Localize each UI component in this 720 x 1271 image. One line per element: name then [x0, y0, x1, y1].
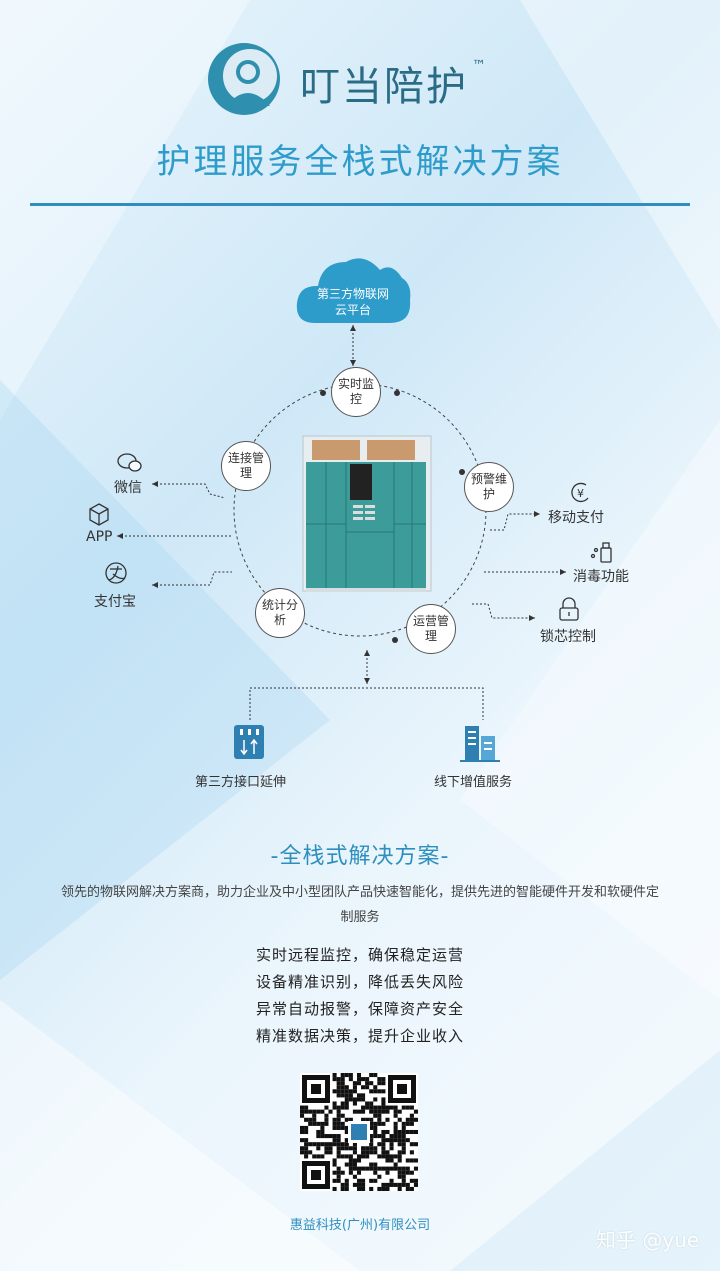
title-divider [30, 203, 690, 206]
company-name: 惠益科技(广州)有限公司 [289, 1218, 431, 1233]
node-realtime-monitoring: 实时监控 [331, 367, 381, 417]
app-cube-icon [89, 503, 109, 526]
node-connection-management: 连接管理 [221, 441, 271, 491]
label-app: APP [86, 529, 113, 545]
feature-item: 设备精准识别，降低丢失风险 [255, 973, 464, 991]
lock-icon [559, 597, 579, 621]
cloud-line-2: 云平台 [334, 303, 371, 317]
disinfection-bottle-icon [590, 542, 612, 563]
mobile-payment-icon: ¥ [571, 482, 589, 503]
cloud-line-1: 第三方物联网 [316, 287, 389, 301]
page-title: 护理服务全栈式解决方案 [156, 142, 564, 182]
zhihu-watermark: 知乎 @yue [596, 1228, 700, 1252]
trademark-mark: ™ [472, 58, 488, 74]
brand-logo-icon [208, 43, 280, 115]
label-wechat: 微信 [114, 480, 142, 496]
qr-code-image [300, 1073, 418, 1191]
svg-text:¥: ¥ [577, 487, 584, 500]
label-mobile-payment: 移动支付 [548, 510, 604, 526]
alipay-icon [105, 562, 127, 584]
node-warning-maintenance: 预警维护 [464, 462, 514, 512]
label-lock-control: 锁芯控制 [540, 629, 596, 645]
feature-item: 异常自动报警，保障资产安全 [255, 1000, 464, 1018]
label-offline-service: 线下增值服务 [434, 775, 513, 790]
label-api-extension: 第三方接口延伸 [195, 775, 287, 790]
label-disinfection: 消毒功能 [573, 569, 629, 585]
feature-item: 精准数据决策，提升企业收入 [255, 1027, 464, 1045]
smart-cabinet-image [302, 435, 432, 592]
node-statistical-analysis: 统计分析 [255, 588, 305, 638]
node-operations-management: 运营管理 [406, 604, 456, 654]
cloud-platform-label: 第三方物联网 云平台 [298, 286, 408, 318]
intro-paragraph: 领先的物联网解决方案商，助力企业及中小型团队产品快速智能化，提供先进的智能硬件开… [60, 885, 659, 925]
offline-service-building-icon [460, 726, 500, 762]
api-extension-icon [234, 725, 264, 759]
section-heading: -全栈式解决方案- [270, 844, 450, 869]
label-alipay: 支付宝 [94, 594, 136, 610]
wechat-icon [117, 453, 142, 472]
feature-item: 实时远程监控，确保稳定运营 [255, 946, 464, 964]
brand-text: 叮当陪护 [300, 64, 468, 110]
